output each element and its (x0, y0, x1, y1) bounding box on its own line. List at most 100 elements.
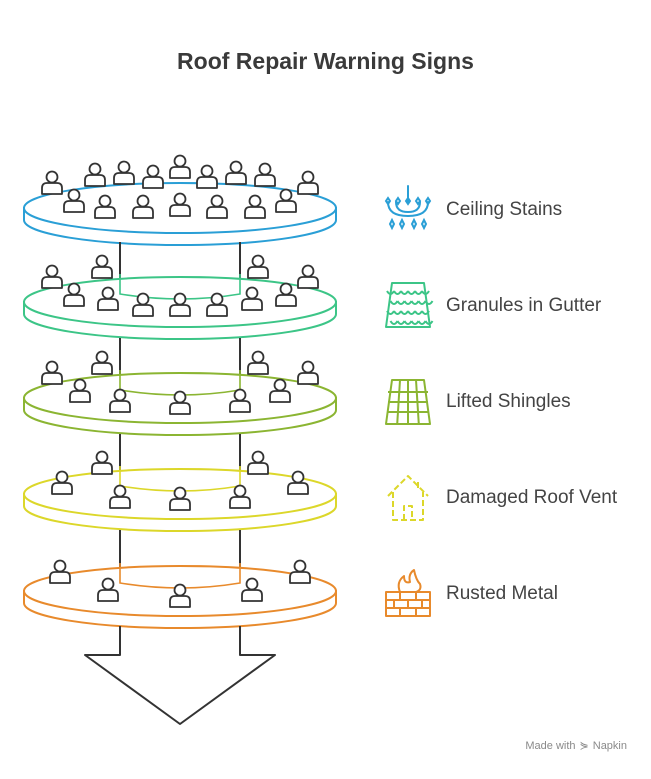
layer-label-ceiling-stains: Ceiling Stains (446, 199, 563, 220)
person-body (297, 276, 319, 289)
person-body (97, 298, 119, 311)
person-head (173, 292, 187, 306)
person-icon (41, 170, 63, 195)
person-body (63, 200, 85, 213)
layer-label-granules-in-gutter: Granules in Gutter (446, 295, 602, 316)
person-icon (241, 286, 263, 311)
person-head (210, 194, 224, 208)
person-head (113, 484, 127, 498)
person-body (169, 498, 191, 511)
roof-tiles-icon (385, 282, 434, 328)
person-body (269, 390, 291, 403)
person-body (51, 482, 73, 495)
person-icon (169, 390, 191, 415)
person-head (67, 188, 81, 202)
person-body (84, 174, 106, 187)
person-body (91, 362, 113, 375)
person-icon (69, 378, 91, 403)
icon-stroke (410, 217, 418, 231)
person-icon (297, 360, 319, 385)
person-icon (132, 292, 154, 317)
layer-label-lifted-shingles: Lifted Shingles (446, 391, 571, 412)
person-icon (169, 583, 191, 608)
person-icon (97, 286, 119, 311)
person-body (169, 204, 191, 217)
icon-stroke (389, 320, 434, 325)
person-body (94, 206, 116, 219)
icon-stroke (395, 201, 421, 214)
layer-disc-5 (23, 530, 337, 629)
person-head (210, 292, 224, 306)
person-head (200, 164, 214, 178)
person-body (297, 372, 319, 385)
layer-label-damaged-roof-vent: Damaged Roof Vent (446, 487, 618, 508)
person-head (248, 194, 262, 208)
person-head (173, 583, 187, 597)
layer-disc-4 (23, 434, 337, 532)
person-body (287, 482, 309, 495)
icon-stroke (387, 201, 429, 218)
person-icon (206, 194, 228, 219)
person-head (146, 164, 160, 178)
person-icon (91, 450, 113, 475)
person-body (196, 176, 218, 189)
person-icon (244, 194, 266, 219)
person-body (113, 172, 135, 185)
person-head (173, 192, 187, 206)
person-icon (254, 162, 276, 187)
icon-stroke (386, 290, 430, 295)
icon-stroke (394, 196, 402, 206)
person-body (97, 589, 119, 602)
person-icon (113, 160, 135, 185)
person-head (173, 154, 187, 168)
person-head (233, 484, 247, 498)
icon-stroke (415, 379, 420, 425)
person-head (173, 390, 187, 404)
person-body (206, 304, 228, 317)
person-body (247, 462, 269, 475)
person-body (225, 172, 247, 185)
person-icon (297, 264, 319, 289)
person-icon (109, 388, 131, 413)
person-body (132, 304, 154, 317)
person-head (251, 350, 265, 364)
person-head (117, 160, 131, 174)
person-body (169, 304, 191, 317)
person-icon (247, 254, 269, 279)
person-icon (41, 360, 63, 385)
person-head (245, 577, 259, 591)
layer-disc-2 (23, 242, 337, 340)
person-body (241, 298, 263, 311)
person-head (95, 450, 109, 464)
person-icon (275, 282, 297, 307)
watermark-brand: Napkin (592, 740, 627, 752)
person-icon (84, 162, 106, 187)
person-head (301, 360, 315, 374)
person-icon (142, 164, 164, 189)
person-icon (91, 350, 113, 375)
person-icon (97, 577, 119, 602)
person-icon (287, 470, 309, 495)
watermark-made-with: Made with (525, 740, 576, 752)
icon-stroke (386, 310, 430, 315)
person-body (289, 571, 311, 584)
person-head (101, 577, 115, 591)
person-head (73, 378, 87, 392)
person-head (293, 559, 307, 573)
person-icon (241, 577, 263, 602)
person-head (251, 450, 265, 464)
person-body (91, 266, 113, 279)
person-icon (63, 188, 85, 213)
person-body (169, 166, 191, 179)
person-head (136, 194, 150, 208)
person-head (113, 388, 127, 402)
person-body (244, 206, 266, 219)
person-head (95, 254, 109, 268)
person-head (53, 559, 67, 573)
icon-stroke (385, 591, 431, 617)
person-icon (229, 484, 251, 509)
person-body (254, 174, 276, 187)
icon-stroke (398, 217, 406, 231)
person-icon (297, 170, 319, 195)
